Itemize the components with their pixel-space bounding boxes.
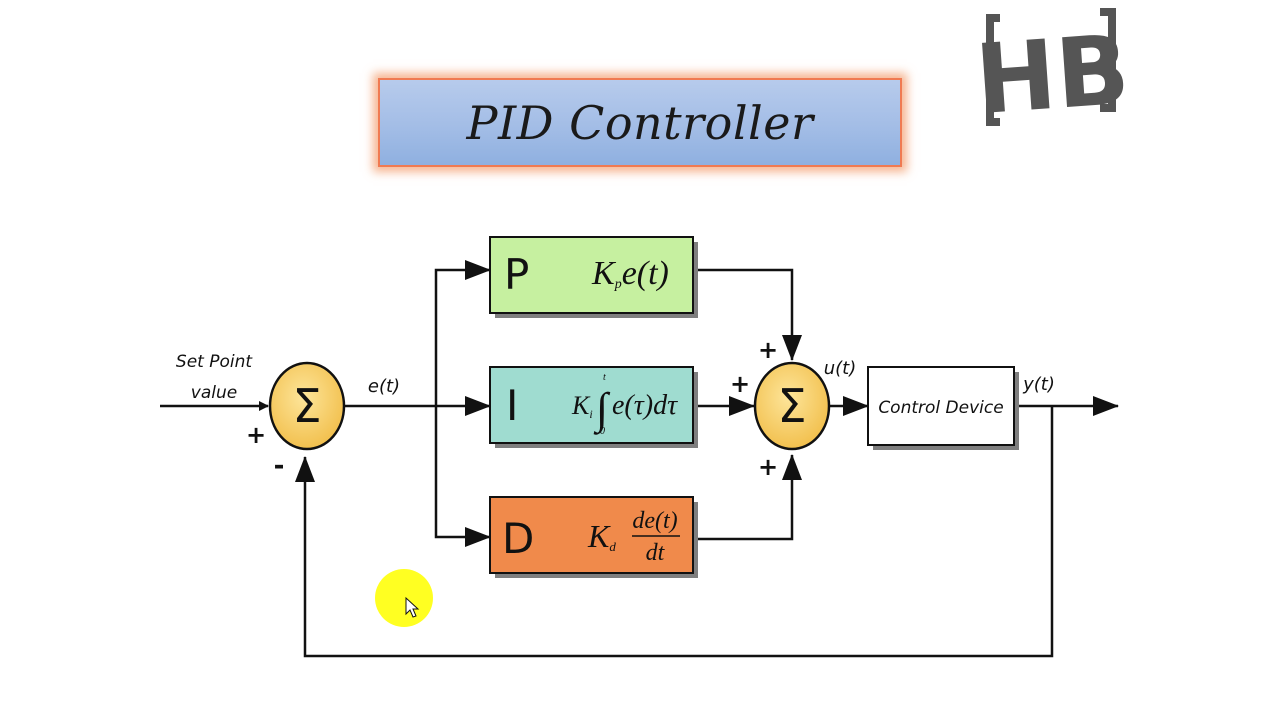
summing-junction-input: Σ bbox=[268, 361, 346, 451]
output-label: y(t) bbox=[1022, 374, 1055, 395]
control-device-block: Control Device bbox=[867, 366, 1019, 450]
error-label: e(t) bbox=[368, 376, 400, 397]
cursor-highlight bbox=[375, 569, 433, 627]
logo-text: HB bbox=[972, 14, 1133, 136]
d-branch-wire bbox=[434, 406, 491, 547]
sum-symbol: Σ bbox=[292, 379, 321, 433]
feedback-wire bbox=[295, 406, 1054, 658]
sum-symbol: Σ bbox=[777, 379, 806, 433]
setpoint-label-line2: value bbox=[191, 383, 237, 403]
d-block-box bbox=[489, 496, 694, 574]
plus-sign-i: + bbox=[730, 370, 750, 398]
integral-sign: ∫ bbox=[593, 384, 611, 435]
i-block-letter: I bbox=[506, 381, 518, 430]
p-out-wire bbox=[694, 268, 802, 361]
hb-logo: HB bbox=[972, 8, 1133, 136]
control-device-box bbox=[867, 366, 1015, 446]
mouse-pointer-icon bbox=[405, 596, 420, 618]
minus-sign-feedback: - bbox=[274, 451, 285, 481]
control-device-label: Control Device bbox=[878, 398, 1003, 418]
i-block: I Ki ∫ t 0 e(τ)dτ bbox=[489, 366, 698, 448]
p-block-letter: P bbox=[504, 250, 529, 299]
d-block-denominator: dt bbox=[646, 540, 666, 566]
d-out-wire bbox=[694, 454, 802, 541]
integral-lower-limit: 0 bbox=[600, 426, 605, 437]
p-block-box bbox=[489, 236, 694, 314]
plus-sign-setpoint: + bbox=[246, 421, 266, 449]
d-block-numerator: de(t) bbox=[632, 508, 677, 534]
i-block-integrand: e(τ)dτ bbox=[612, 390, 678, 421]
p-block: P Kpe(t) bbox=[489, 236, 698, 318]
summing-junction-output: Σ bbox=[753, 361, 831, 451]
i-block-box bbox=[489, 366, 694, 444]
plus-sign-d: + bbox=[758, 453, 778, 481]
page-title: PID Controller bbox=[466, 95, 814, 150]
setpoint-label-line1: Set Point bbox=[176, 352, 253, 372]
signal-wires bbox=[160, 260, 1119, 658]
control-signal-label: u(t) bbox=[824, 358, 857, 379]
d-block: D Kd de(t) dt bbox=[489, 496, 698, 578]
title-box: PID Controller bbox=[378, 78, 902, 167]
p-branch-wire bbox=[434, 260, 491, 406]
integral-upper-limit: t bbox=[603, 372, 606, 383]
plus-sign-p: + bbox=[758, 336, 778, 364]
i-block-k: Ki bbox=[571, 391, 593, 421]
d-block-letter: D bbox=[502, 514, 534, 563]
p-block-formula: Kpe(t) bbox=[591, 255, 669, 292]
d-block-k: Kd bbox=[587, 518, 616, 554]
